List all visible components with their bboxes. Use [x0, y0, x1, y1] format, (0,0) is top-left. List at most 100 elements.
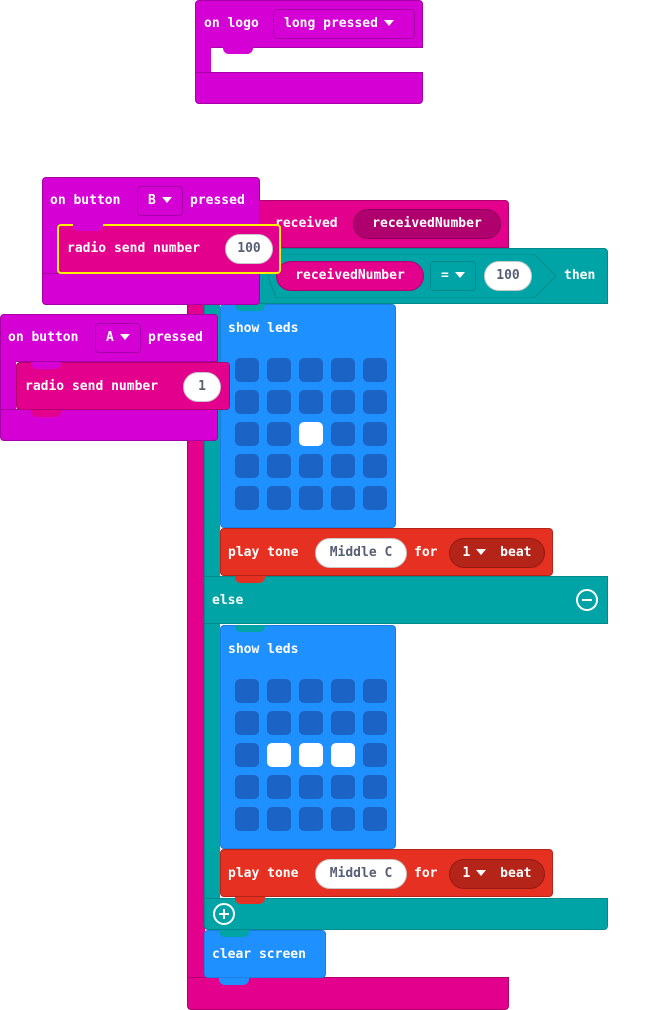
led-4-0[interactable]	[235, 807, 259, 831]
led-2-3[interactable]	[331, 422, 355, 446]
play-tone-1-note-text: Middle C	[329, 545, 393, 560]
led-2-2[interactable]	[299, 743, 323, 767]
button-a-on-label: on button	[8, 330, 79, 345]
led-1-0[interactable]	[235, 711, 259, 735]
show-leds-block-2[interactable]: show leds	[220, 625, 396, 849]
led-4-2[interactable]	[299, 486, 323, 510]
led-4-3[interactable]	[331, 486, 355, 510]
led-3-0[interactable]	[235, 454, 259, 478]
led-4-4[interactable]	[363, 807, 387, 831]
radio-send-1-value-input[interactable]: 1	[183, 372, 221, 402]
led-1-2[interactable]	[299, 711, 323, 735]
play-tone-1-beat-dropdown[interactable]: 1 beat	[449, 538, 545, 568]
led-3-3[interactable]	[331, 775, 355, 799]
button-a-dropdown[interactable]: A	[95, 323, 141, 353]
led-4-2[interactable]	[299, 807, 323, 831]
radio-send-number-block-100[interactable]: radio send number 100	[57, 224, 281, 274]
led-0-3[interactable]	[331, 679, 355, 703]
play-tone-2-note[interactable]: Middle C	[315, 859, 407, 889]
radio-send-number-block-1[interactable]: radio send number 1	[16, 362, 230, 417]
led-0-3[interactable]	[331, 358, 355, 382]
play-tone-2-beat-dropdown[interactable]: 1 beat	[449, 859, 545, 889]
led-2-0[interactable]	[235, 743, 259, 767]
led-2-4[interactable]	[363, 422, 387, 446]
led-1-2[interactable]	[299, 390, 323, 414]
led-0-2[interactable]	[299, 679, 323, 703]
led-3-2[interactable]	[299, 775, 323, 799]
button-b-dropdown[interactable]: B	[137, 186, 183, 216]
clear-screen-block[interactable]: clear screen	[204, 930, 326, 985]
show-leds-block-1[interactable]: show leds	[220, 304, 396, 528]
led-3-2[interactable]	[299, 454, 323, 478]
led-2-0[interactable]	[235, 422, 259, 446]
received-number-param[interactable]: receivedNumber	[353, 209, 501, 239]
compare-value-input[interactable]: 100	[484, 261, 532, 291]
chevron-down-icon	[476, 869, 487, 876]
play-tone-1-note[interactable]: Middle C	[315, 538, 407, 568]
led-1-4[interactable]	[363, 711, 387, 735]
radio-send-100-value-input[interactable]: 100	[225, 234, 273, 264]
chevron-down-icon	[119, 333, 130, 340]
show-leds-2-label: show leds	[228, 642, 299, 657]
chevron-down-icon	[161, 196, 172, 203]
led-3-4[interactable]	[363, 775, 387, 799]
play-tone-1-beat-value: 1	[462, 545, 471, 560]
led-1-1[interactable]	[267, 390, 291, 414]
on-button-b-block[interactable]: on button B pressed	[42, 177, 260, 305]
play-tone-block-1[interactable]: play tone Middle C for 1 beat	[220, 528, 553, 583]
on-logo-label: on logo	[204, 16, 259, 31]
led-2-1[interactable]	[267, 422, 291, 446]
led-1-0[interactable]	[235, 390, 259, 414]
operator-dropdown[interactable]: =	[430, 261, 476, 291]
on-logo-block[interactable]: on logo long pressed	[195, 0, 423, 104]
plus-circle-icon[interactable]	[213, 903, 235, 925]
led-2-4[interactable]	[363, 743, 387, 767]
led-1-1[interactable]	[267, 711, 291, 735]
led-0-1[interactable]	[267, 679, 291, 703]
led-4-1[interactable]	[267, 807, 291, 831]
radio-send-100-top-notch	[73, 224, 103, 231]
led-0-1[interactable]	[267, 358, 291, 382]
led-0-0[interactable]	[235, 358, 259, 382]
logo-event-dropdown[interactable]: long pressed	[273, 9, 415, 39]
play-tone-2-note-text: Middle C	[329, 866, 393, 881]
led-3-1[interactable]	[267, 454, 291, 478]
led-3-1[interactable]	[267, 775, 291, 799]
play-tone-block-2[interactable]: play tone Middle C for 1 beat	[220, 849, 553, 904]
led-1-4[interactable]	[363, 390, 387, 414]
led-3-3[interactable]	[331, 454, 355, 478]
play-tone-1-beat-label: beat	[500, 545, 532, 560]
led-4-0[interactable]	[235, 486, 259, 510]
led-4-1[interactable]	[267, 486, 291, 510]
led-4-4[interactable]	[363, 486, 387, 510]
led-1-3[interactable]	[331, 711, 355, 735]
led-2-2[interactable]	[299, 422, 323, 446]
play-tone-1-for-label: for	[414, 545, 438, 560]
play-tone-2-label: play tone	[228, 866, 299, 881]
led-2-3[interactable]	[331, 743, 355, 767]
button-b-left-arm	[42, 223, 58, 279]
on-logo-inner-notch	[223, 47, 253, 54]
led-3-4[interactable]	[363, 454, 387, 478]
led-grid-2[interactable]	[235, 679, 387, 831]
then-label: then	[564, 268, 596, 283]
minus-circle-icon[interactable]	[576, 589, 598, 611]
led-grid-1[interactable]	[235, 358, 387, 510]
led-4-3[interactable]	[331, 807, 355, 831]
led-0-4[interactable]	[363, 679, 387, 703]
received-number-variable[interactable]: receivedNumber	[276, 261, 424, 291]
on-logo-bottom-bar	[195, 72, 423, 104]
led-0-4[interactable]	[363, 358, 387, 382]
led-0-2[interactable]	[299, 358, 323, 382]
show-leds-1-notch	[235, 304, 265, 311]
clear-screen-label: clear screen	[212, 947, 306, 962]
play-tone-2-bottom-notch	[235, 897, 265, 904]
led-2-1[interactable]	[267, 743, 291, 767]
radio-send-1-top-notch	[31, 362, 61, 369]
chevron-down-icon	[476, 548, 487, 555]
led-3-0[interactable]	[235, 775, 259, 799]
chevron-down-icon	[383, 19, 394, 26]
led-1-3[interactable]	[331, 390, 355, 414]
if-else-block[interactable]: receivedNumber = 100 then else	[204, 248, 608, 930]
led-0-0[interactable]	[235, 679, 259, 703]
